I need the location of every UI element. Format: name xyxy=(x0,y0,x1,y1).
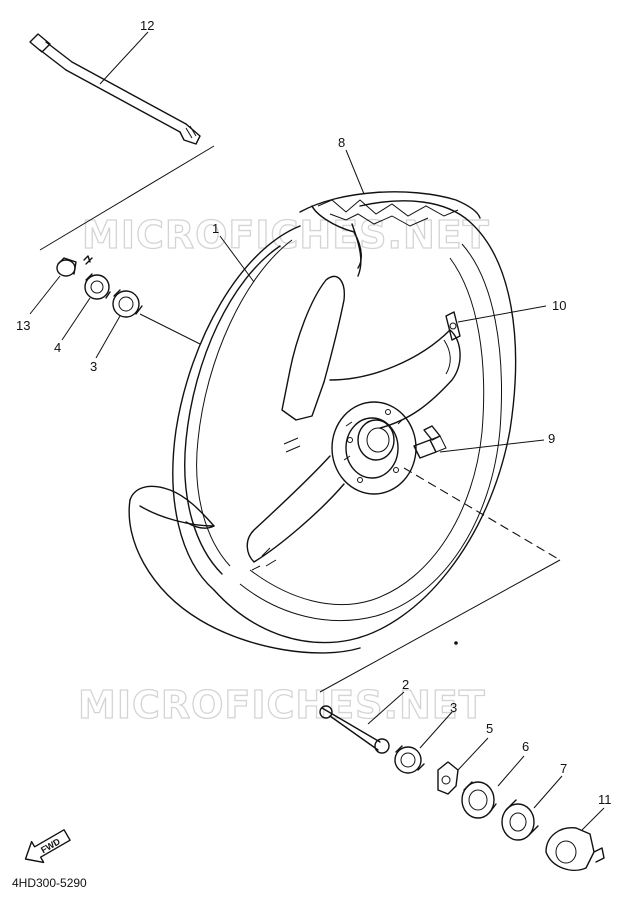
label-12: 12 xyxy=(140,18,154,33)
hub-bolt xyxy=(423,425,441,441)
fwd-arrow-icon: FWD xyxy=(24,829,71,864)
label-3-left: 3 xyxy=(90,359,97,374)
label-13: 13 xyxy=(16,318,30,333)
label-9: 9 xyxy=(548,431,555,446)
bolt-9 xyxy=(413,435,447,459)
collar-7 xyxy=(501,799,539,841)
diagram-code: 4HD300-5290 xyxy=(12,876,87,890)
front-axle xyxy=(29,33,201,145)
bearing-3-right xyxy=(394,745,425,774)
speedometer-gear-11 xyxy=(545,827,605,871)
label-7: 7 xyxy=(560,761,567,776)
label-4: 4 xyxy=(54,340,61,355)
arrow-mark xyxy=(83,255,93,265)
leader-lines xyxy=(29,31,605,831)
bearing-3-left xyxy=(112,289,143,318)
label-11: 11 xyxy=(598,792,612,807)
oil-seal-6 xyxy=(461,781,497,819)
dot-mark xyxy=(454,641,458,645)
label-10: 10 xyxy=(552,298,566,313)
retainer-5 xyxy=(437,761,459,795)
oil-seal-4 xyxy=(84,273,111,300)
fwd-label: FWD xyxy=(39,836,62,855)
wheel-1 xyxy=(128,191,517,654)
label-5: 5 xyxy=(486,721,493,736)
collar-13 xyxy=(56,257,77,277)
label-3-right: 3 xyxy=(450,700,457,715)
assembly-line-left xyxy=(139,313,201,345)
label-6: 6 xyxy=(522,739,529,754)
watermark-top: MICROFICHES.NET xyxy=(82,213,490,257)
axle-centerline xyxy=(403,467,561,561)
spacer-2 xyxy=(319,705,390,754)
watermark-bottom: MICROFICHES.NET xyxy=(78,683,486,727)
label-2: 2 xyxy=(402,677,409,692)
label-1: 1 xyxy=(212,221,219,236)
assembly-line-right xyxy=(319,559,561,693)
label-8: 8 xyxy=(338,135,345,150)
assembly-line-upper xyxy=(39,145,215,251)
valve-10 xyxy=(445,311,461,341)
